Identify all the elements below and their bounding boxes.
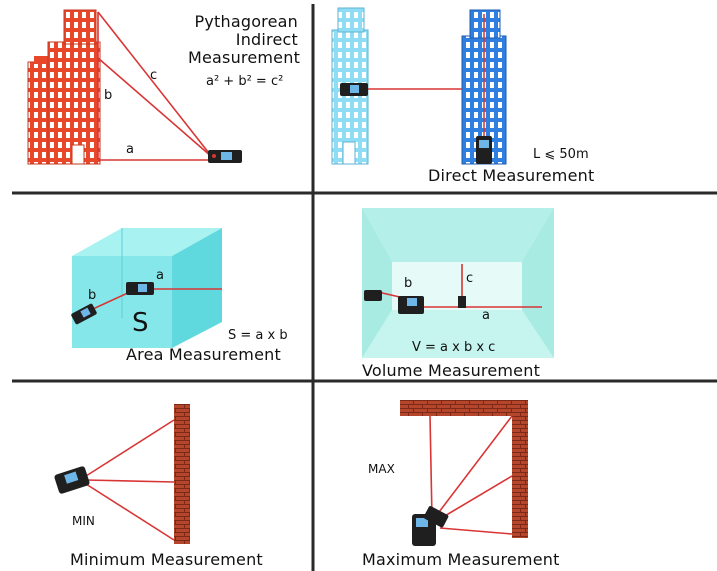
laser-meter-device-volume [398, 296, 424, 314]
laser-meter-device-volume-2 [364, 290, 382, 301]
volume-title: Volume Measurement [362, 361, 541, 380]
pythagorean-laser-lines [97, 11, 213, 161]
pythagorean-label-b: b [104, 88, 113, 103]
max-line-up [429, 415, 433, 519]
device-lens [212, 154, 216, 158]
area-title: Area Measurement [126, 345, 281, 364]
device-screen [350, 85, 359, 93]
direct-panel [331, 7, 507, 165]
laser-meter-device [208, 150, 242, 163]
red-building-small-roof [34, 56, 50, 64]
room-floor [362, 310, 554, 358]
maximum-panel [400, 400, 528, 546]
light-building-illustration [331, 7, 369, 165]
room-ceiling [362, 208, 554, 262]
panel-dividers [12, 4, 717, 571]
line-helper [97, 57, 213, 158]
brick-wall-horizontal [400, 400, 526, 416]
pythagorean-panel [27, 9, 242, 165]
pythagorean-formula: a² + b² = c² [206, 74, 284, 89]
device-screen [407, 298, 417, 306]
maximum-tag: MAX [368, 462, 395, 476]
maximum-title: Maximum Measurement [362, 550, 560, 569]
line-c [97, 11, 213, 158]
device-screen [221, 152, 232, 160]
volume-label-a: a [482, 308, 490, 323]
red-building-tall [47, 41, 101, 165]
volume-label-c: c [466, 271, 474, 286]
red-building-door [71, 144, 85, 165]
minimum-title: Minimum Measurement [70, 550, 263, 569]
room-back-wall [392, 262, 522, 310]
red-buildings-illustration [27, 9, 101, 165]
area-label-a: a [156, 268, 164, 283]
min-line-top [85, 419, 175, 477]
box-side [172, 228, 222, 348]
device-screen [138, 284, 147, 292]
laser-meter-device-direct [340, 83, 368, 96]
pythagorean-title-line2: Indirect [235, 30, 298, 49]
device-screen [80, 307, 91, 318]
maximum-laser-lines [429, 415, 513, 535]
pythagorean-title-line1: Pythagorean [194, 12, 298, 31]
device-body [423, 506, 449, 528]
max-line-diagonal [435, 415, 513, 517]
device-screen [416, 518, 428, 527]
device-screen [479, 140, 489, 148]
light-building-top [337, 7, 365, 33]
pythagorean-label-c: c [150, 68, 158, 83]
laser-meter-device-small [458, 296, 466, 308]
brick-wall-corner [512, 400, 528, 538]
min-line-mid [85, 479, 175, 483]
device-screen [64, 471, 79, 484]
brick-wall-vertical [174, 404, 190, 544]
max-line-bottom [439, 527, 513, 535]
pythagorean-label-a: a [126, 142, 134, 157]
direct-title: Direct Measurement [428, 166, 595, 185]
area-label-b: b [88, 288, 97, 303]
direct-range: L ⩽ 50m [533, 147, 589, 162]
laser-meter-device-max-2 [423, 506, 449, 528]
light-building-door [342, 141, 356, 165]
minimum-panel [54, 404, 190, 544]
blue-building-illustration [461, 9, 507, 165]
area-formula: S = a x b [228, 328, 288, 343]
volume-panel [362, 208, 554, 358]
laser-meter-device-area-2 [71, 303, 97, 325]
min-line-bottom [85, 483, 175, 541]
minimum-tag: MIN [72, 514, 95, 528]
volume-formula: V = a x b x c [412, 340, 496, 355]
laser-meter-device-upright [476, 136, 492, 164]
volume-label-b: b [404, 276, 413, 291]
blue-building-top [469, 9, 501, 39]
device-body [364, 290, 382, 301]
room-left-wall [362, 208, 392, 358]
max-line-mid [437, 475, 513, 521]
laser-meter-device-area [126, 282, 154, 295]
room-right-wall [522, 208, 554, 358]
red-building-top [63, 9, 97, 45]
minimum-laser-lines [85, 419, 175, 541]
area-surface-label: S [132, 308, 149, 338]
area-panel [71, 228, 222, 348]
laser-meter-device-max [412, 514, 436, 546]
laser-meter-device-min [54, 466, 90, 494]
pythagorean-title-line3: Measurement [188, 48, 301, 67]
